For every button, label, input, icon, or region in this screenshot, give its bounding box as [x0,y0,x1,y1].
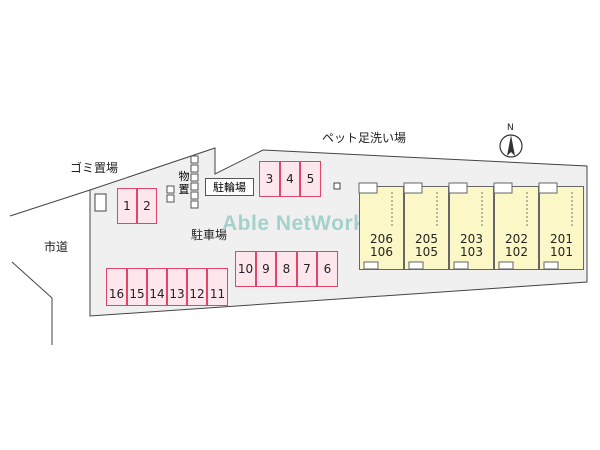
parking-space: 11 [207,268,228,306]
unit-lower-number: 103 [460,244,483,259]
north-compass-icon [499,134,523,158]
parking-space: 5 [300,161,321,197]
road-curb-line [11,261,53,299]
parking-space: 6 [317,251,338,287]
pet-wash-marker [333,182,341,190]
watermark: Able NetWork [222,212,366,235]
parking-space: 9 [256,251,276,287]
garbage-bin [94,193,107,212]
parking-space: 1 [117,188,137,224]
parking-space: 13 [167,268,187,306]
unit-lower-number: 105 [415,244,438,259]
parking-space: 14 [147,268,167,306]
unit-upper-number: 206 [370,232,393,246]
garbage-area-label: ゴミ置場 [70,161,119,175]
unit-lower-number: 101 [550,244,573,259]
pet-wash-label: ペット足洗い場 [322,131,407,145]
parking-space: 12 [187,268,207,306]
bicycle-parking: 駐輪場 [205,178,254,196]
storage-sheds [166,155,199,209]
parking-label: 駐車場 [191,228,228,242]
parking-space: 7 [297,251,317,287]
unit-upper-number: 201 [550,232,573,246]
parking-space: 15 [127,268,147,306]
parking-space: 4 [280,161,300,197]
parking-space: 8 [276,251,297,287]
unit-upper-number: 203 [460,232,483,246]
unit-upper-number: 202 [505,232,528,246]
parking-space: 2 [137,188,157,224]
north-label: N [507,123,514,133]
unit-lower-number: 106 [370,244,393,259]
parking-space: 10 [235,251,256,287]
parking-space: 3 [259,161,280,197]
unit-lower-number: 102 [505,244,528,259]
city-road-label: 市道 [44,240,69,254]
road-edge-line [9,189,91,217]
parking-space: 16 [106,268,127,306]
storage-label: 物置 [178,170,190,196]
unit-upper-number: 205 [415,232,438,246]
